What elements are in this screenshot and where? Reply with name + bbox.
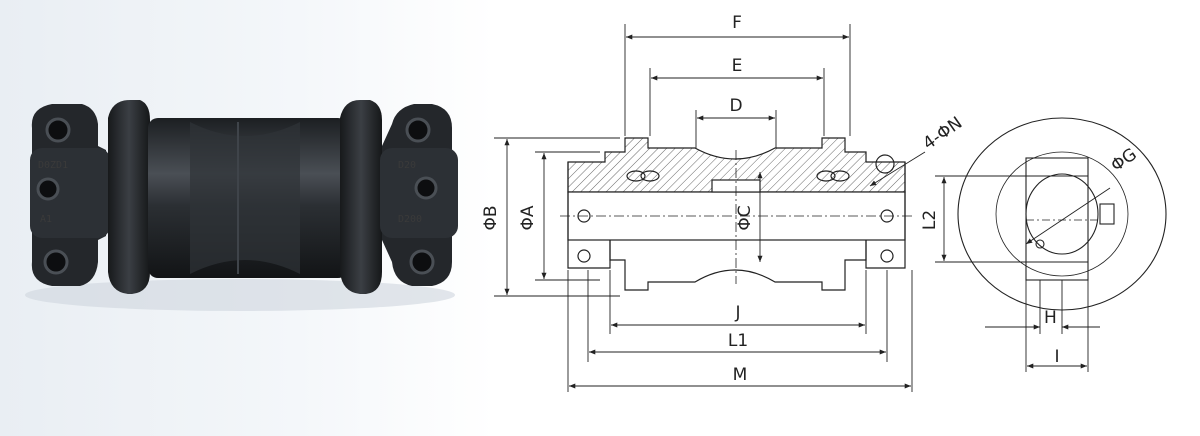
section-upper-body [567, 137, 906, 193]
drum-tread [190, 122, 300, 274]
section-lower-body [609, 240, 867, 291]
section-drawing [560, 137, 912, 291]
label-phi-c: ΦC [735, 205, 755, 230]
end-view-bore [1025, 173, 1099, 255]
left-seal [626, 170, 646, 182]
label-l2: L2 [920, 210, 940, 230]
label-j: J [734, 303, 740, 323]
label-l1: L1 [728, 331, 748, 351]
label-f: F [732, 13, 742, 33]
end-view-hole [1035, 239, 1045, 249]
right-end-cap: D20 D200 [380, 104, 458, 286]
left-flange [108, 100, 150, 294]
casting-mark-3: A1 [40, 214, 52, 225]
left-seal-2 [640, 170, 660, 182]
label-4-phi-n: 4-ΦN [919, 113, 966, 154]
right-seal-2 [830, 170, 850, 182]
bolt-hole-left-2 [577, 249, 591, 263]
right-seal [816, 170, 836, 182]
label-h: H [1044, 308, 1057, 328]
right-flange [340, 100, 382, 294]
end-view-key [1099, 203, 1115, 225]
label-phi-b: ΦB [481, 205, 501, 230]
left-end-cap: D0ZD1 A1 [30, 104, 110, 286]
end-view-dimensions [935, 175, 1111, 372]
roller-shadow [25, 279, 455, 311]
label-phi-a: ΦA [518, 205, 538, 230]
casting-mark-4: D20 [398, 160, 416, 171]
bolt-hole-right-2 [880, 249, 894, 263]
bolt-hole-top [875, 154, 895, 174]
casting-mark-2: D200 [398, 214, 422, 225]
right-block [865, 162, 906, 269]
label-e: E [732, 56, 743, 76]
label-phi-g: ΦG [1107, 144, 1140, 176]
dimension-lines [494, 24, 926, 392]
label-d: D [729, 96, 742, 116]
end-view-inner [995, 151, 1129, 277]
label-m: M [733, 365, 748, 385]
casting-mark-1: D0ZD1 [38, 160, 68, 171]
label-i: I [1054, 347, 1059, 367]
left-block [567, 162, 611, 269]
roller-photo: D0ZD1 A1 D20 D200 [25, 100, 458, 311]
